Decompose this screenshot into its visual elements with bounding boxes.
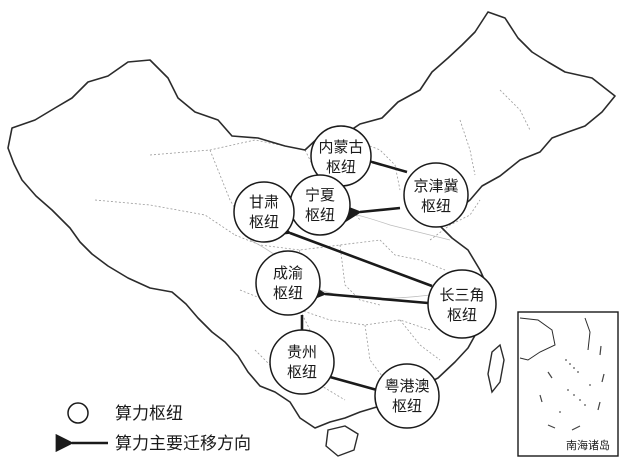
hainan-island bbox=[325, 425, 359, 457]
hub-yuegangao: 粤港澳 枢纽 bbox=[374, 363, 440, 429]
hub-guizhou-suffix: 枢纽 bbox=[287, 363, 317, 381]
hub-guizhou: 贵州 枢纽 bbox=[269, 329, 335, 395]
hub-jingjinji-suffix: 枢纽 bbox=[421, 197, 451, 215]
hubs: 内蒙古 枢纽 京津冀 枢纽 宁夏 枢纽 甘肃 枢纽 成渝 枢纽 长三角 枢纽 bbox=[233, 125, 497, 429]
taiwan-island bbox=[487, 343, 505, 394]
flow-arrow-changsanjiao-chengyu bbox=[307, 283, 429, 305]
hub-guizhou-name: 贵州 bbox=[287, 343, 317, 361]
hub-yuegangao-suffix: 枢纽 bbox=[392, 397, 422, 415]
hub-ningxia-suffix: 枢纽 bbox=[305, 206, 335, 224]
hub-chengyu: 成渝 枢纽 bbox=[255, 250, 321, 316]
hub-changsanjiao: 长三角 枢纽 bbox=[427, 269, 497, 339]
legend-hub-symbol bbox=[67, 402, 89, 424]
hub-gansu-name: 甘肃 bbox=[249, 193, 279, 211]
flow-arrows bbox=[271, 148, 433, 392]
hub-ningxia-name: 宁夏 bbox=[305, 186, 335, 204]
hub-ningxia: 宁夏 枢纽 bbox=[289, 174, 351, 236]
china-outline bbox=[7, 11, 616, 429]
hub-gansu-suffix: 枢纽 bbox=[249, 213, 279, 231]
hub-yuegangao-name: 粤港澳 bbox=[384, 377, 429, 395]
hub-chengyu-name: 成渝 bbox=[273, 264, 303, 282]
hub-neimenggu-name: 内蒙古 bbox=[318, 138, 363, 156]
hub-chengyu-suffix: 枢纽 bbox=[273, 284, 303, 302]
hub-changsanjiao-name: 长三角 bbox=[439, 286, 484, 304]
hub-neimenggu-suffix: 枢纽 bbox=[326, 158, 356, 176]
south-china-sea-inset: 南海诸岛 bbox=[517, 311, 619, 457]
legend-hub-label: 算力枢纽 bbox=[115, 404, 183, 424]
hub-changsanjiao-suffix: 枢纽 bbox=[447, 306, 477, 324]
flow-arrow-jingjinji-neimenggu bbox=[353, 148, 408, 174]
hub-gansu: 甘肃 枢纽 bbox=[233, 181, 295, 243]
inset-label: 南海诸岛 bbox=[566, 438, 610, 452]
flow-arrow-jingjinji-ningxia bbox=[342, 204, 401, 223]
hub-jingjinji: 京津冀 枢纽 bbox=[403, 162, 469, 228]
hub-jingjinji-name: 京津冀 bbox=[413, 177, 458, 195]
legend: 算力枢纽 算力主要迁移方向 bbox=[55, 402, 251, 454]
flow-arrow-changsanjiao-gansu bbox=[271, 218, 433, 288]
flow-arrow-yuegangao-guizhou bbox=[311, 363, 378, 392]
legend-arrow-label: 算力主要迁移方向 bbox=[115, 434, 251, 454]
